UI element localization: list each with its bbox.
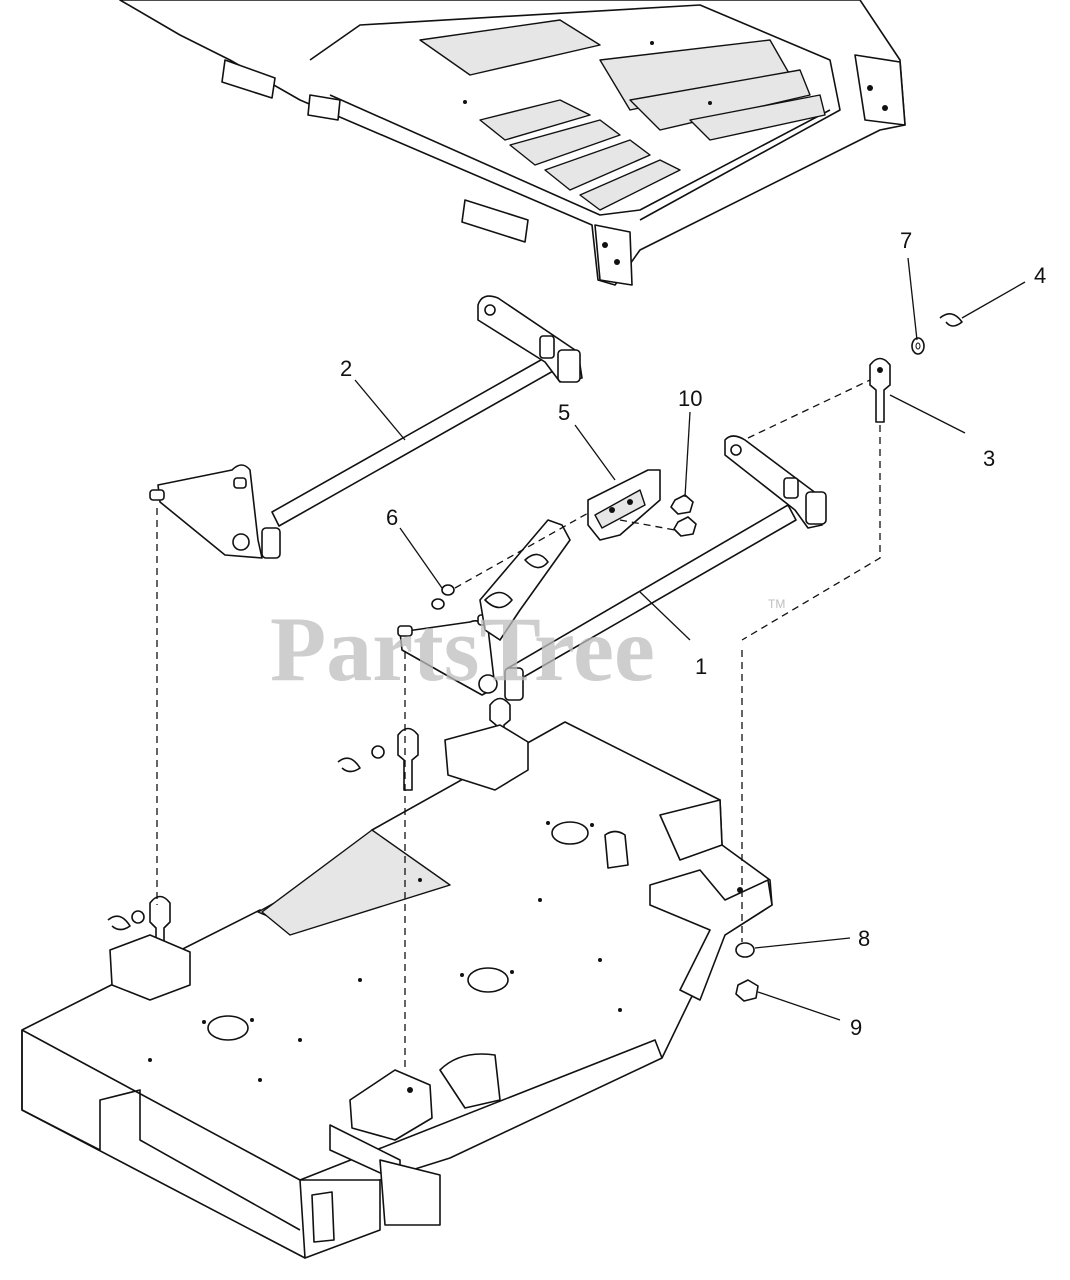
frame-assembly (119, 0, 906, 286)
callout-leaders (354, 257, 1026, 1021)
watermark-trademark: TM (768, 597, 785, 611)
callout-10: 10 (678, 386, 702, 411)
callout-6: 6 (386, 505, 398, 530)
watermark-brand: PartsTree (270, 598, 655, 700)
mounting-bracket (479, 469, 661, 641)
mower-deck (21, 721, 773, 1259)
callout-9: 9 (850, 1015, 862, 1040)
callout-2: 2 (340, 356, 352, 381)
callout-8: 8 (858, 926, 870, 951)
callout-7: 7 (900, 228, 912, 253)
callout-labels: 2 5 10 6 7 4 3 1 8 9 (340, 228, 1046, 1040)
callout-5: 5 (558, 400, 570, 425)
lift-bar-upper (149, 295, 583, 559)
lift-bar-lower (397, 435, 827, 701)
callout-1: 1 (695, 654, 707, 679)
callout-3: 3 (983, 446, 995, 471)
callout-4: 4 (1034, 263, 1046, 288)
parts-tree-watermark: PartsTree TM (270, 597, 785, 700)
alignment-lines (156, 379, 881, 1070)
